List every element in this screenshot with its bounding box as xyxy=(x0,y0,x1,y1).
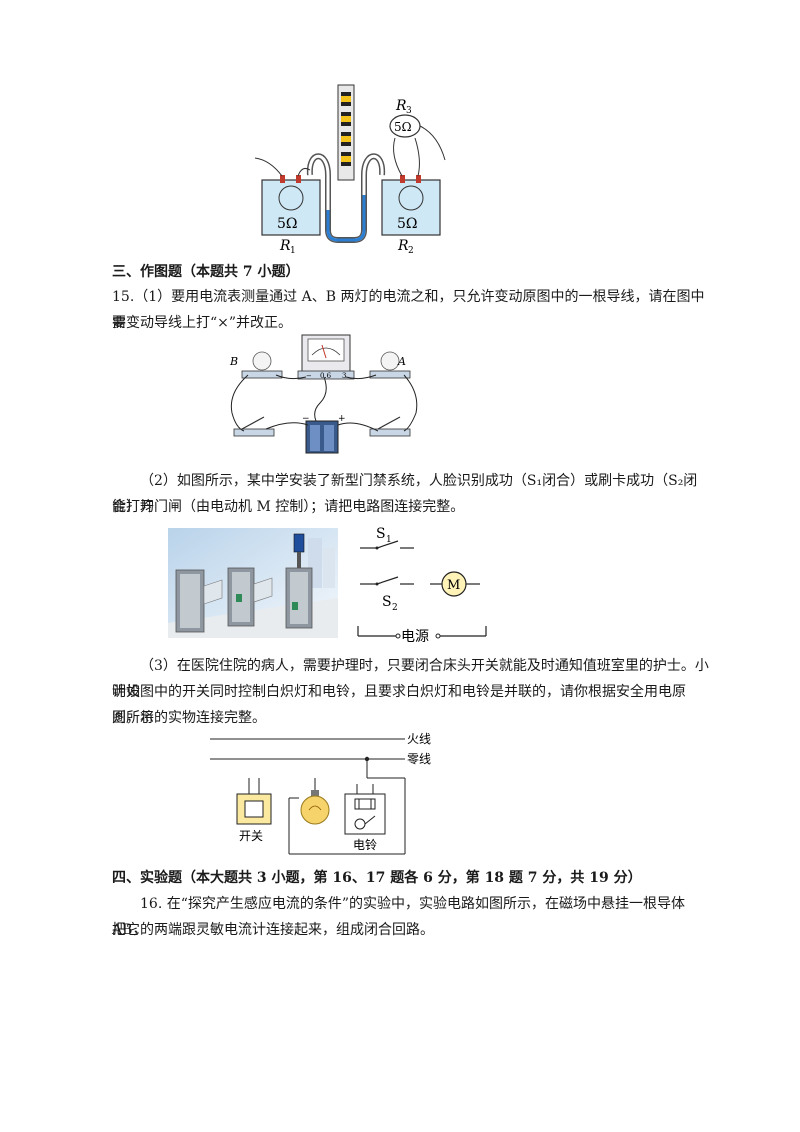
lamp-b-label: B xyxy=(229,355,238,368)
meter-minus: − xyxy=(306,372,312,380)
household-wiring-figure: 火线 零线 开关 电铃 xyxy=(210,732,431,855)
lamp-a-label: A xyxy=(397,355,406,368)
r3-value: 5Ω xyxy=(394,120,412,134)
q15-part3-line1: （3）在医院住院的病人，需要护理时，只要闭合床头开关就能及时通知值班室里的护士。… xyxy=(112,658,709,700)
bell-label: 电铃 xyxy=(353,837,377,852)
q15-part2-line1: （2）如图所示，某中学安装了新型门禁系统，人脸识别成功（S₁闭合）或刷卡成功（S… xyxy=(112,473,698,515)
q15-part1-line2: 要变动导线上打“×”并改正。 xyxy=(112,315,293,331)
right-resistor-value: 5Ω xyxy=(397,216,418,232)
meter-06: 0.6 xyxy=(320,372,332,380)
gate-circuit-diagram: S 1 S 2 M 电源 xyxy=(357,526,487,645)
bulb-icon xyxy=(300,795,330,825)
r2-sub: 2 xyxy=(408,246,414,255)
section-4-heading: 四、实验题（本大题共 3 小题，第 16、17 题各 6 分，第 18 题 7 … xyxy=(112,870,642,886)
s1-label: S xyxy=(376,526,386,542)
q15-part3-line3: 图所示的实物连接完整。 xyxy=(112,710,266,726)
battery-minus: − xyxy=(302,414,310,424)
q15-part1-line1: 15.（1）要用电流表测量通过 A、B 两灯的电流之和，只允许变动原图中的一根导… xyxy=(112,289,705,331)
s2-label: S xyxy=(382,594,392,610)
r1-label: R xyxy=(279,238,291,254)
left-resistor-value: 5Ω xyxy=(277,216,298,232)
s2-sub: 2 xyxy=(392,603,398,613)
q16-line1: 16. 在“探究产生感应电流的条件”的实验中，实验电路如图所示，在磁场中悬挂一根… xyxy=(112,896,686,938)
u-tube-figure: 5Ω 5Ω 5Ω R 3 R 1 R 2 xyxy=(254,84,446,255)
neutral-wire-label: 零线 xyxy=(407,752,431,766)
battery-plus: + xyxy=(338,414,346,424)
meter-3: 3 xyxy=(342,372,346,380)
q15-part2-line2: 能打开门闸（由电动机 M 控制）；请把电路图连接完整。 xyxy=(112,499,465,515)
r3-sub: 3 xyxy=(406,106,412,116)
q15-part3-line2: 计如图中的开关同时控制白炽灯和电铃，且要求白炽灯和电铃是并联的，请你根据安全用电… xyxy=(112,684,686,726)
r3-label: R xyxy=(395,98,407,114)
section-3-heading: 三、作图题（本题共 7 小题） xyxy=(112,264,300,280)
r2-label: R xyxy=(397,238,409,254)
power-label: 电源 xyxy=(401,629,429,645)
motor-label: M xyxy=(447,578,460,593)
s1-sub: 1 xyxy=(386,535,392,545)
r1-sub: 1 xyxy=(290,246,296,255)
switch-label: 开关 xyxy=(239,829,263,843)
ammeter-circuit-figure: − 0.6 3 B A − + xyxy=(229,334,418,454)
q16-line2: 把它的两端跟灵敏电流计连接起来，组成闭合回路。 xyxy=(112,922,434,938)
live-wire-label: 火线 xyxy=(407,732,431,746)
gate-photo xyxy=(168,528,338,638)
